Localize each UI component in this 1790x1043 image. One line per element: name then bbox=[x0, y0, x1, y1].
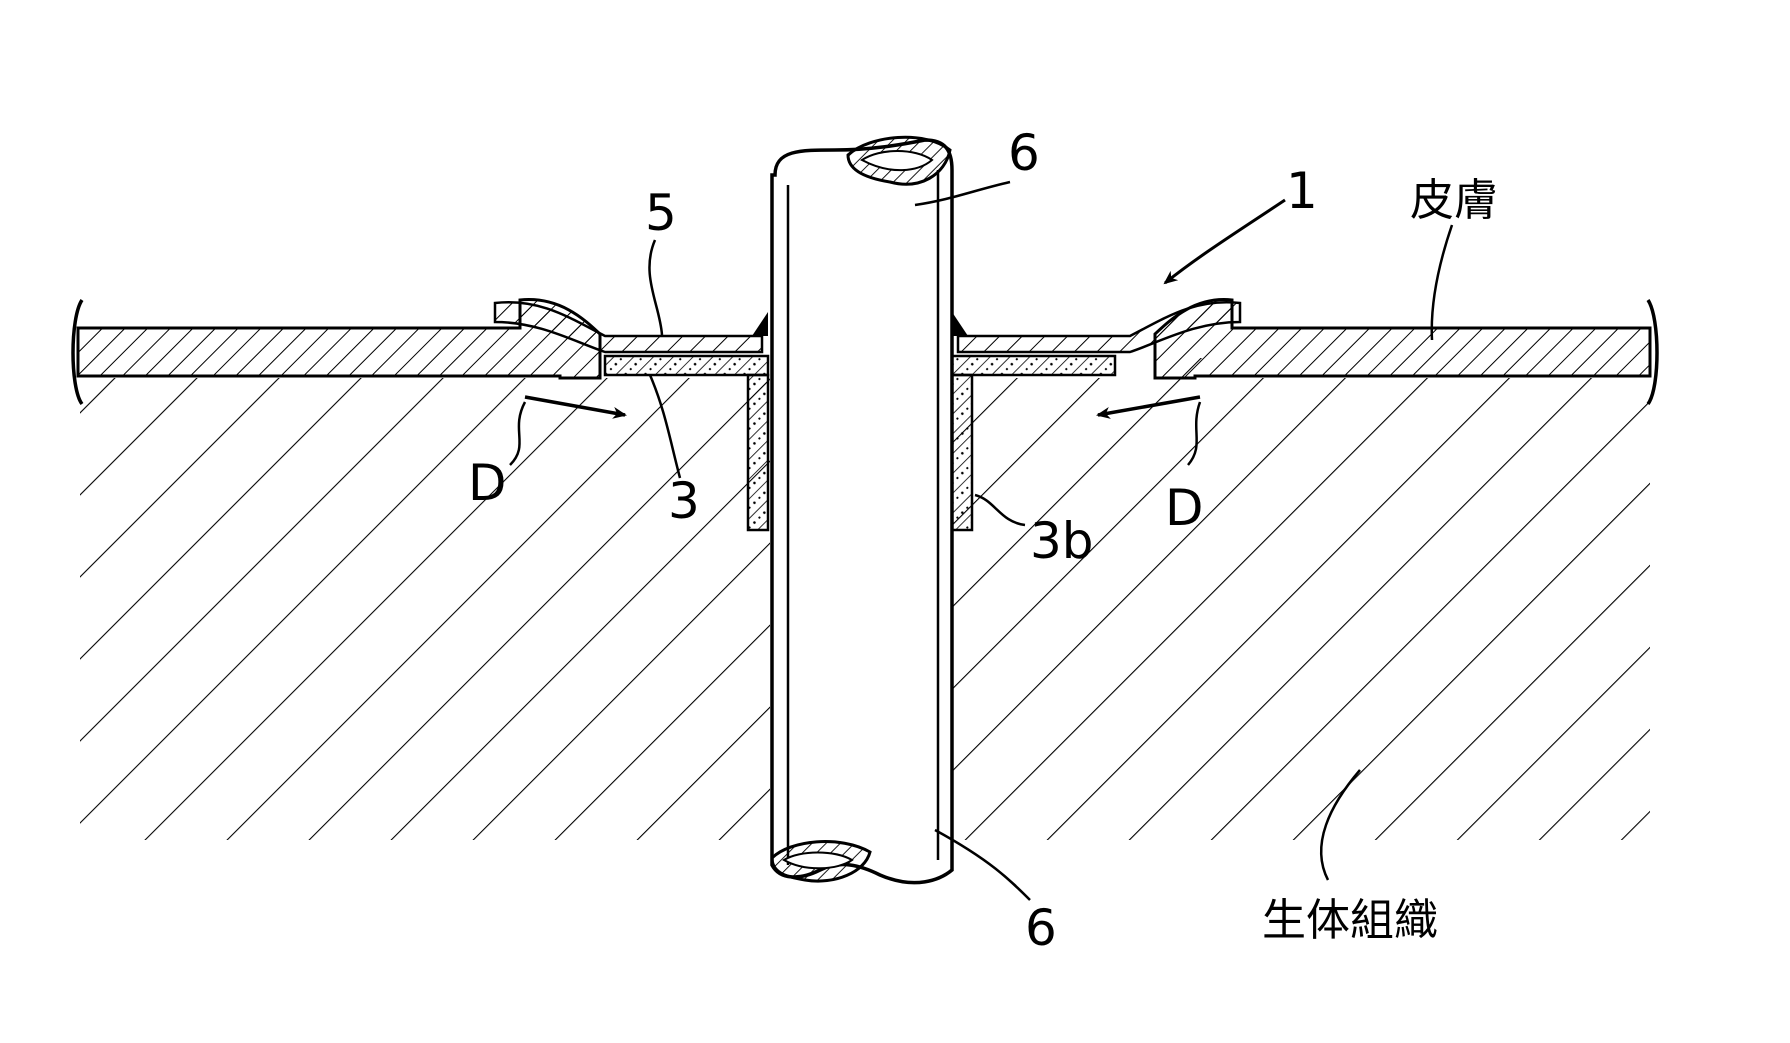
leader-1 bbox=[1165, 200, 1285, 283]
label-3b: 3b bbox=[1030, 512, 1094, 570]
seal-left bbox=[752, 312, 768, 336]
flange-3-left bbox=[605, 356, 768, 375]
label-skin: 皮膚 bbox=[1410, 175, 1498, 226]
label-device-1: 1 bbox=[1286, 162, 1318, 220]
label-d-left: D bbox=[468, 454, 507, 512]
label-6-top: 6 bbox=[1008, 124, 1040, 182]
label-tissue: 生体組織 bbox=[1262, 895, 1438, 946]
label-3: 3 bbox=[668, 472, 700, 530]
flange-3-right bbox=[952, 356, 1115, 375]
leader-skin bbox=[1432, 225, 1452, 340]
label-6-bottom: 6 bbox=[1025, 899, 1057, 957]
sleeve-3b-left bbox=[748, 375, 768, 530]
label-d-right: D bbox=[1165, 479, 1204, 537]
tube-6 bbox=[770, 137, 952, 882]
leader-5 bbox=[649, 240, 662, 335]
seal-right bbox=[952, 312, 968, 336]
sleeve-3b-right bbox=[952, 375, 972, 530]
label-5: 5 bbox=[645, 184, 677, 242]
